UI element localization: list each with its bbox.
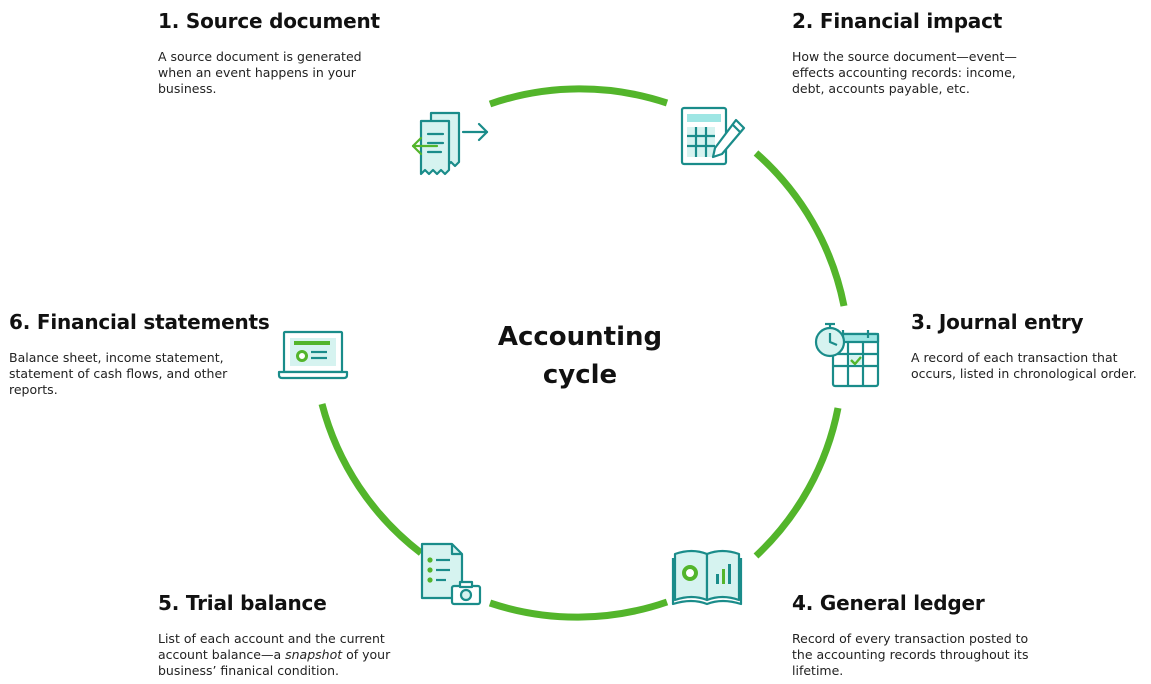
step-5-trial-balance: 5. Trial balance List of each account an… bbox=[158, 591, 408, 679]
step-3-title: 3. Journal entry bbox=[911, 310, 1084, 334]
checklist-camera-icon bbox=[420, 542, 482, 606]
center-title-line1: Accounting bbox=[497, 322, 663, 352]
step-5-description-part1: List of each account and the current acc… bbox=[158, 631, 385, 662]
step-6-description: Balance sheet, income statement, stateme… bbox=[9, 350, 228, 397]
cycle-arc-3-4 bbox=[753, 407, 842, 559]
cycle-arc-5-6 bbox=[318, 403, 424, 556]
step-5-description-part2: of your business’ finanical condition. bbox=[158, 647, 391, 678]
cycle-arc-4-5 bbox=[488, 598, 669, 621]
step-6-financial-statements: 6. Financial statements Balance sheet, i… bbox=[9, 310, 270, 398]
step-2-description: How the source document—event—effects ac… bbox=[792, 49, 1017, 96]
step-1-description: A source document is generated when an e… bbox=[158, 49, 362, 96]
step-2-title: 2. Financial impact bbox=[792, 9, 1003, 33]
cycle-arc-1-2 bbox=[488, 85, 669, 108]
step-1-source-document: 1. Source document A source document is … bbox=[158, 9, 398, 97]
open-ledger-book-icon bbox=[671, 549, 743, 606]
document-exchange-icon bbox=[411, 111, 489, 176]
step-1-title: 1. Source document bbox=[158, 9, 380, 33]
step-4-general-ledger: 4. General ledger Record of every transa… bbox=[792, 591, 1032, 679]
step-4-title: 4. General ledger bbox=[792, 591, 985, 615]
stopwatch-calendar-icon bbox=[814, 322, 880, 388]
step-2-financial-impact: 2. Financial impact How the source docum… bbox=[792, 9, 1042, 97]
center-title: Accounting cycle bbox=[480, 318, 680, 394]
step-5-title: 5. Trial balance bbox=[158, 591, 327, 615]
calculator-pencil-icon bbox=[680, 106, 746, 166]
step-3-journal-entry: 3. Journal entry A record of each transa… bbox=[911, 310, 1147, 382]
step-3-description: A record of each transaction that occurs… bbox=[911, 350, 1137, 381]
cycle-arc-2-3 bbox=[753, 150, 848, 307]
step-4-description: Record of every transaction posted to th… bbox=[792, 631, 1029, 678]
center-title-line2: cycle bbox=[542, 360, 618, 390]
laptop-report-icon bbox=[277, 330, 349, 380]
step-5-description-emphasis: snapshot bbox=[285, 647, 343, 662]
step-5-description: List of each account and the current acc… bbox=[158, 631, 408, 679]
step-6-title: 6. Financial statements bbox=[9, 310, 270, 334]
